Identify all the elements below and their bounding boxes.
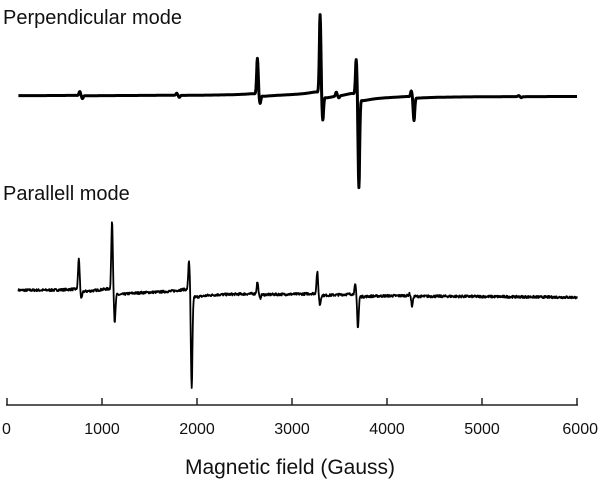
- x-tick-label: 0: [2, 421, 11, 438]
- x-tick-label: 3000: [274, 421, 310, 438]
- trace-parallel: [17, 221, 578, 389]
- trace-perpendicular: [17, 13, 579, 190]
- x-tick-label: 2000: [179, 421, 215, 438]
- x-tick-label: 6000: [562, 421, 598, 438]
- x-tick-label: 4000: [369, 421, 405, 438]
- series-label-perpendicular: Perpendicular mode: [3, 7, 182, 29]
- x-axis-label: Magnetic field (Gauss): [185, 456, 395, 479]
- x-tick-label: 1000: [84, 421, 120, 438]
- series-label-parallel: Parallell mode: [3, 183, 130, 205]
- x-tick-label: 5000: [464, 421, 500, 438]
